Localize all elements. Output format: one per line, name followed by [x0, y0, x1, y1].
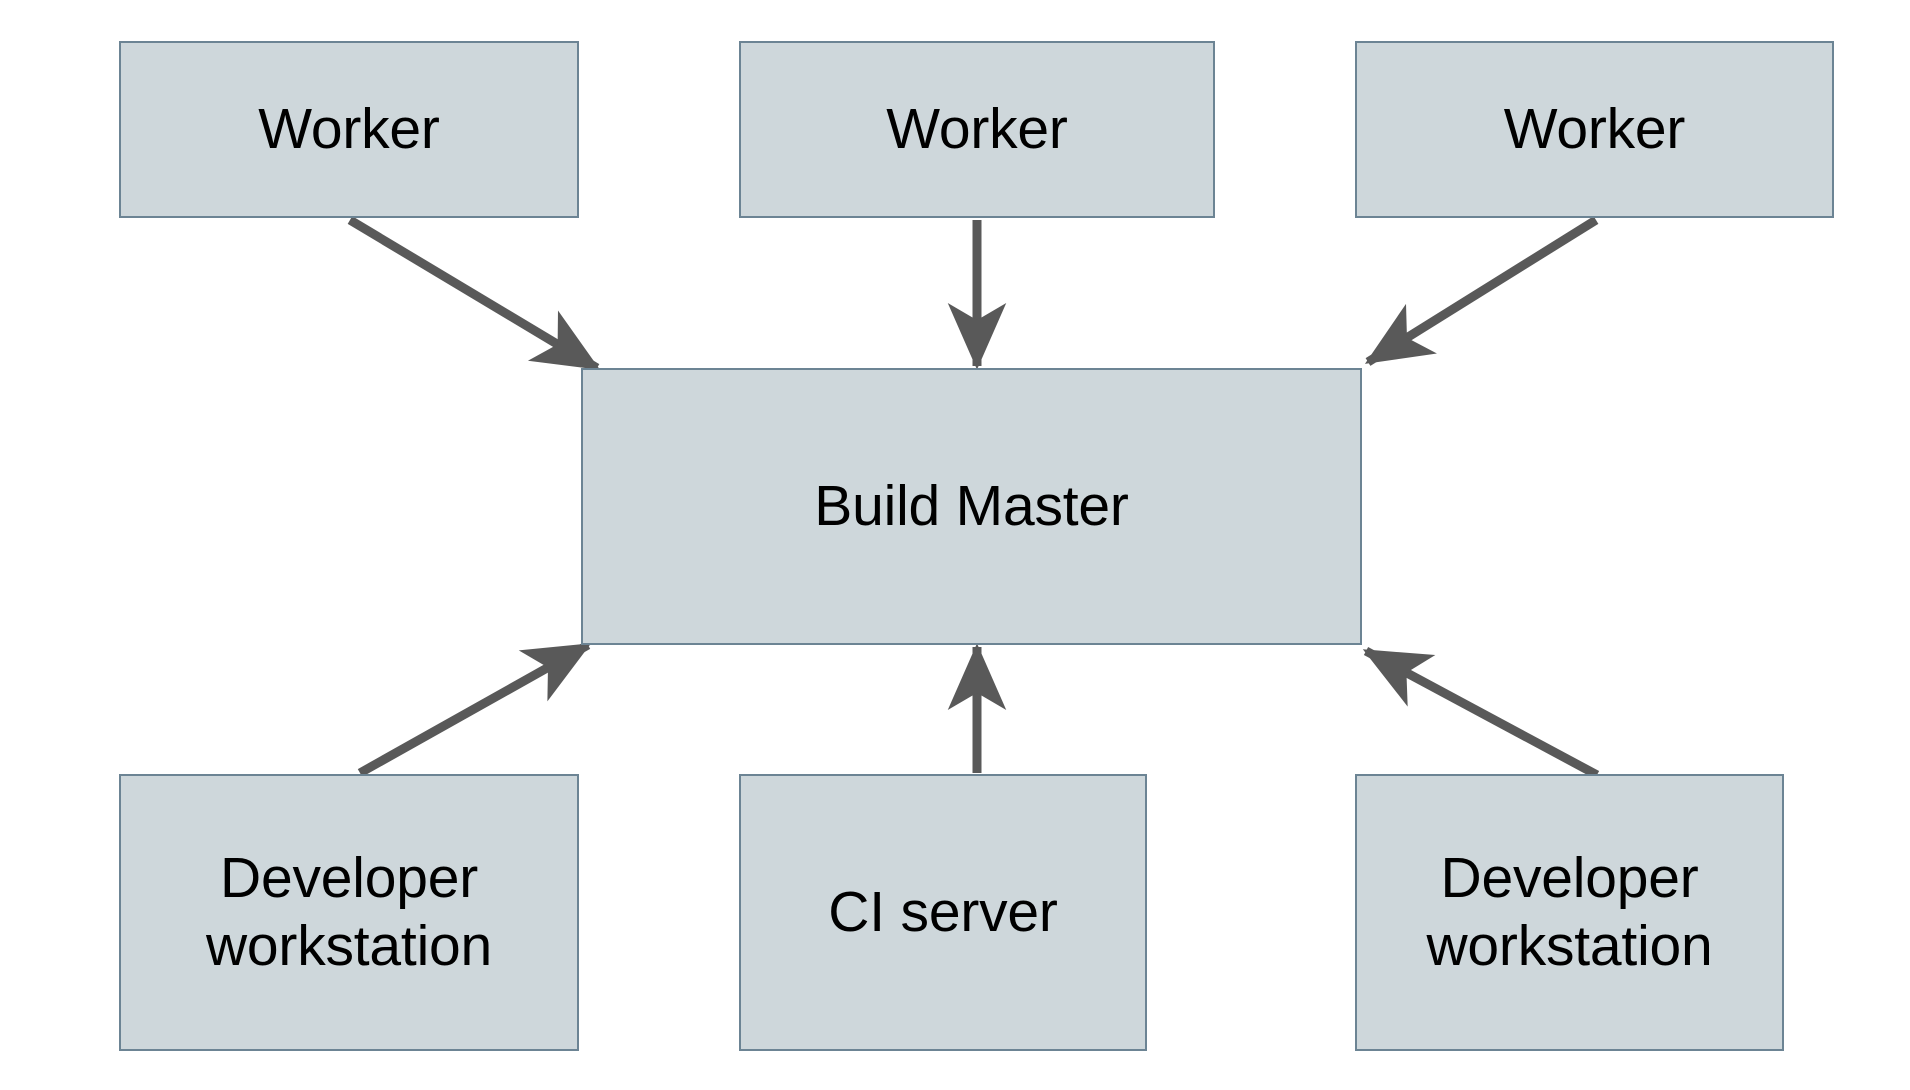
- node-worker-1[interactable]: Worker: [119, 41, 579, 218]
- node-build-master[interactable]: Build Master: [581, 368, 1362, 645]
- edge-worker-3-to-build-master: [1364, 216, 1599, 366]
- edge-worker-1-to-build-master: [347, 216, 601, 372]
- edge-dev-ws-1-to-build-master: [357, 641, 592, 777]
- node-developer-workstation-left-label: Developer workstation: [205, 846, 493, 978]
- node-developer-workstation-left[interactable]: Developer workstation: [119, 774, 579, 1051]
- node-developer-workstation-right[interactable]: Developer workstation: [1355, 774, 1784, 1051]
- node-worker-2-label: Worker: [886, 96, 1068, 161]
- node-worker-2[interactable]: Worker: [739, 41, 1215, 218]
- edge-dev-ws-2-to-build-master: [1362, 647, 1600, 779]
- node-ci-server[interactable]: CI server: [739, 774, 1147, 1051]
- node-ci-server-label: CI server: [828, 879, 1058, 944]
- node-build-master-label: Build Master: [814, 473, 1129, 538]
- node-worker-3[interactable]: Worker: [1355, 41, 1834, 218]
- node-developer-workstation-right-label: Developer workstation: [1426, 846, 1713, 978]
- node-worker-3-label: Worker: [1503, 96, 1686, 161]
- node-worker-1-label: Worker: [258, 96, 440, 161]
